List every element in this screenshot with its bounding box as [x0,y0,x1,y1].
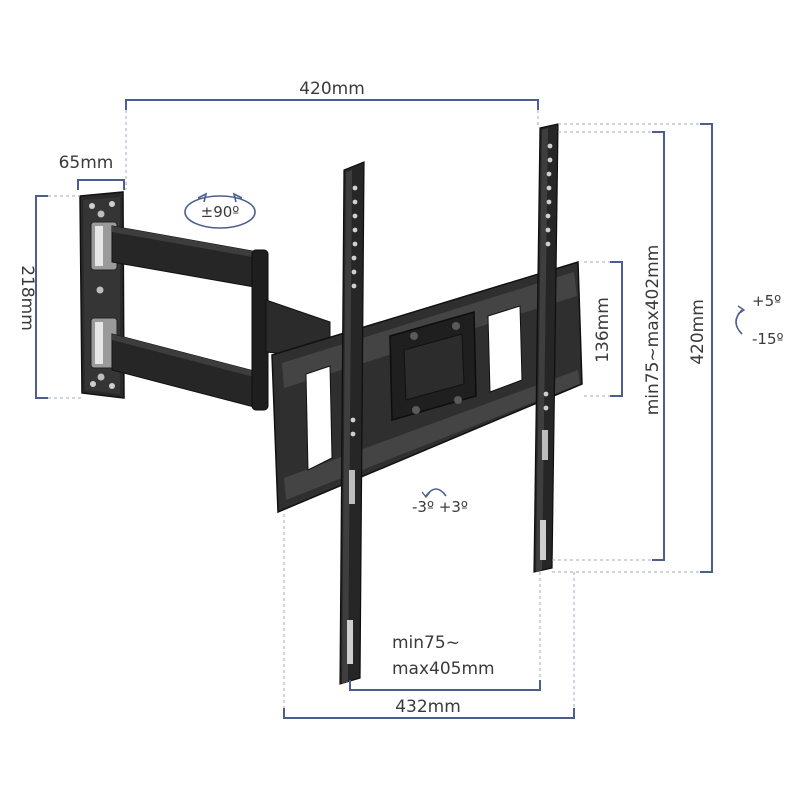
plate-height-label: 218mm [17,265,37,331]
total-height-label: 420mm [688,299,708,365]
horizontal-vesa-label-line1: min75~ [392,633,460,653]
plate-height-bracket [35,195,48,399]
bottom-width-bracket [283,708,575,719]
swivel-indicator [184,192,256,229]
vertical-vesa-bracket [652,131,665,561]
vertical-vesa-label: min75~max402mm [643,245,663,416]
horizontal-vesa-bracket [349,680,541,691]
dashed-guides [48,110,700,708]
rail-height-label: 136mm [593,297,613,363]
dimension-lines [35,99,713,719]
dimension-labels: 420mm 65mm 218mm ±90º 136mm min75~max402… [17,79,784,717]
tilt-down-label: -15º [752,330,784,348]
plate-width-label: 65mm [59,153,114,173]
level-adjust-label: -3º +3º [412,498,468,516]
tv-wall-bracket [79,123,583,685]
tilt-indicator [735,305,746,335]
total-height-bracket [700,123,713,573]
bottom-width-label: 432mm [395,697,461,717]
top-width-bracket [125,99,539,110]
plate-width-bracket [77,179,125,190]
top-width-label: 420mm [299,79,365,99]
left-vertical-strap [339,161,365,685]
upper-arm [111,225,261,289]
right-vertical-strap [533,123,559,573]
rail-height-bracket [610,261,623,397]
level-rotation-indicator [421,488,447,499]
horizontal-vesa-label-line2: max405mm [392,659,495,679]
lower-arm [111,333,259,409]
swivel-label: ±90º [201,203,240,221]
tilt-up-label: +5º [752,292,781,310]
